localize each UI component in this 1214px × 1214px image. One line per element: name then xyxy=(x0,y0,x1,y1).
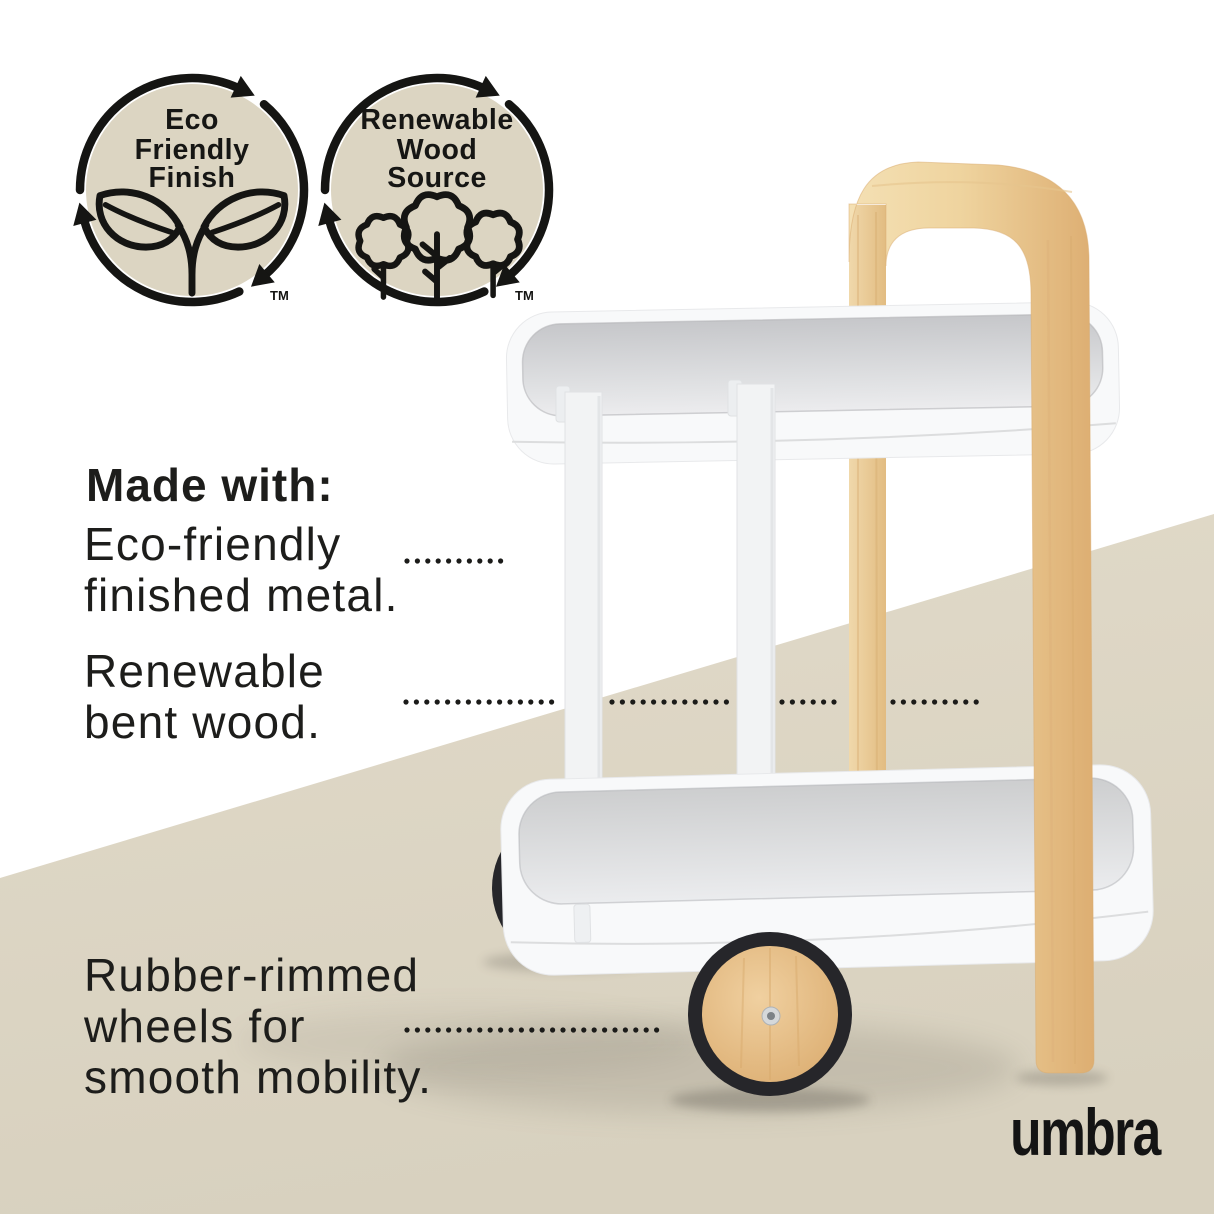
cart-shadow xyxy=(240,952,1108,1114)
trademark-label: TM xyxy=(270,288,289,303)
feature-line: bent wood. xyxy=(84,696,322,748)
recycle-arrowheads xyxy=(73,75,275,287)
cart-handle xyxy=(848,161,1095,1074)
badge-line: Friendly xyxy=(135,134,250,166)
badge-line: Renewable xyxy=(360,104,513,136)
trees-icon xyxy=(359,195,520,304)
cart-front-wheel xyxy=(688,932,852,1096)
feature-line: smooth mobility. xyxy=(84,1051,433,1103)
feature-line: finished metal. xyxy=(84,569,399,621)
leaf-sprout-icon xyxy=(95,192,285,297)
feature-label-metal: Eco-friendly finished metal. xyxy=(84,519,399,621)
cart-bottom-tray xyxy=(500,764,1154,976)
badge-circle xyxy=(331,84,543,296)
made-with-heading: Made with: xyxy=(86,459,334,511)
feature-line: Eco-friendly xyxy=(84,518,342,570)
recycle-arrows-icon xyxy=(75,73,309,307)
feature-line: Rubber-rimmed xyxy=(84,949,420,1001)
badge-line: Eco xyxy=(165,104,219,136)
umbra-logo: umbra xyxy=(1010,1095,1161,1169)
badge-line: Source xyxy=(387,162,487,194)
feature-label-wood: Renewable bent wood. xyxy=(84,646,325,748)
badge-circle xyxy=(86,84,298,296)
wood-source-badge: Renewable Wood Source TM xyxy=(318,73,554,307)
badge-line: Wood xyxy=(397,134,478,166)
cart-metal-legs xyxy=(555,379,776,813)
bar-cart-illustration xyxy=(492,161,1154,1096)
recycle-arrows-icon xyxy=(320,73,554,307)
recycle-arrowheads xyxy=(318,75,520,287)
cart-handle-rear-leg xyxy=(849,205,886,858)
eco-finish-badge: Eco Friendly Finish TM xyxy=(73,73,309,307)
badge-line: Finish xyxy=(149,162,236,194)
feature-label-wheels: Rubber-rimmed wheels for smooth mobility… xyxy=(84,950,432,1103)
trademark-label: TM xyxy=(515,288,534,303)
feature-line: wheels for xyxy=(84,1000,306,1052)
feature-line: Renewable xyxy=(84,645,325,697)
